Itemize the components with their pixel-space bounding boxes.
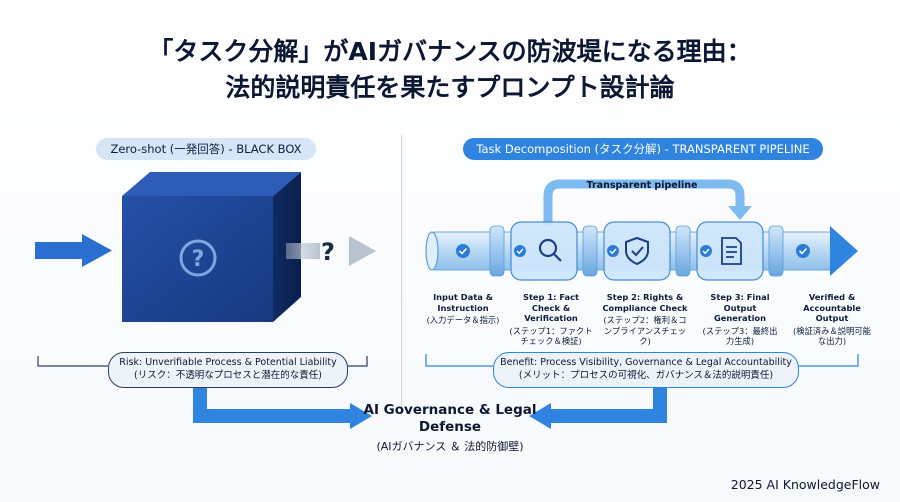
task-decomposition-label: Task Decomposition (タスク分解) - TRANSPARENT… xyxy=(463,138,823,160)
step-label-compliance: Step 2: Rights & Compliance Check (ステップ2… xyxy=(602,292,688,346)
right-converge-arrow xyxy=(529,376,667,429)
zero-shot-label: Zero-shot (一発回答) - BLACK BOX xyxy=(96,138,316,160)
risk-callout: Risk: Unverifiable Process & Potential L… xyxy=(108,352,348,388)
input-arrow-icon xyxy=(35,234,112,267)
footer-credit: 2025 AI KnowledgeFlow xyxy=(730,477,880,492)
check-icon xyxy=(514,245,526,257)
document-icon xyxy=(721,237,742,265)
pipeline-loop-arrow xyxy=(543,179,752,226)
page-title: 「タスク分解」がAIガバナンスの防波堤になる理由： 法的説明責任を果たすプロンプ… xyxy=(0,34,900,106)
title-line-1: 「タスク分解」がAIガバナンスの防波堤になる理由： xyxy=(148,37,752,66)
benefit-callout: Benefit: Process Visibility, Governance … xyxy=(493,352,799,388)
svg-text:?: ? xyxy=(192,247,205,272)
check-icon xyxy=(796,244,810,258)
right-bracket xyxy=(425,354,859,367)
governance-caption: AI Governance & Legal Defense (AIガバナンス ＆… xyxy=(363,402,537,453)
pipeline-tube xyxy=(425,221,858,281)
output-question-mark: ? xyxy=(321,238,335,266)
magnifier-icon xyxy=(538,238,562,262)
step-label-fact-check: Step 1: Fact Check & Verification (ステップ1… xyxy=(509,292,593,346)
step-label-input: Input Data & Instruction (入力データ＆指示) xyxy=(426,292,500,325)
black-box-cube: ? xyxy=(122,172,301,322)
question-mark-icon: ? xyxy=(179,239,217,277)
check-icon xyxy=(700,245,712,257)
check-icon xyxy=(456,244,470,258)
left-converge-arrow xyxy=(193,376,372,429)
shield-check-icon xyxy=(625,236,649,266)
title-line-2: 法的説明責任を果たすプロンプト設計論 xyxy=(225,73,675,102)
step-label-verified-output: Verified & Accountable Output (検証済み＆説明可能… xyxy=(793,292,871,346)
faded-output-arrow-icon xyxy=(286,236,376,266)
transparent-pipeline-label: Transparent pipeline xyxy=(586,180,698,191)
panel-divider xyxy=(401,135,402,415)
step-label-final-output: Step 3: Final Output Generation (ステップ3：最… xyxy=(702,292,778,346)
check-icon xyxy=(607,245,619,257)
